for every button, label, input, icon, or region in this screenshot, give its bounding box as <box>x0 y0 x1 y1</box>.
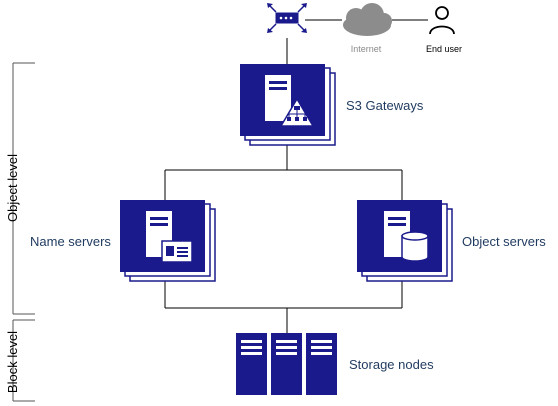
storage-server-2 <box>271 333 302 395</box>
block-level-label: Block level <box>5 331 20 393</box>
server-network-icon <box>265 75 315 127</box>
name-servers-node <box>120 200 216 282</box>
object-level-bracket <box>12 62 35 315</box>
server-rack-icon <box>236 333 337 395</box>
object-level-label: Object level <box>5 154 20 222</box>
storage-server-3 <box>306 333 337 395</box>
internet-label: Internet <box>351 44 382 54</box>
end-user-label: End user <box>426 44 462 54</box>
cloud-icon <box>343 3 392 36</box>
router-icon <box>267 3 307 33</box>
object-servers-node <box>357 200 453 282</box>
storage-server-1 <box>236 333 267 395</box>
name-servers-label: Name servers <box>30 234 111 249</box>
s3-gateways-node <box>240 64 336 146</box>
user-icon <box>429 6 455 35</box>
s3-gateways-label: S3 Gateways <box>346 98 424 113</box>
storage-nodes-label: Storage nodes <box>349 357 434 372</box>
server-id-card-icon <box>146 211 193 263</box>
object-servers-label: Object servers <box>462 234 546 249</box>
block-level-bracket <box>12 319 35 402</box>
server-database-icon <box>384 211 429 262</box>
